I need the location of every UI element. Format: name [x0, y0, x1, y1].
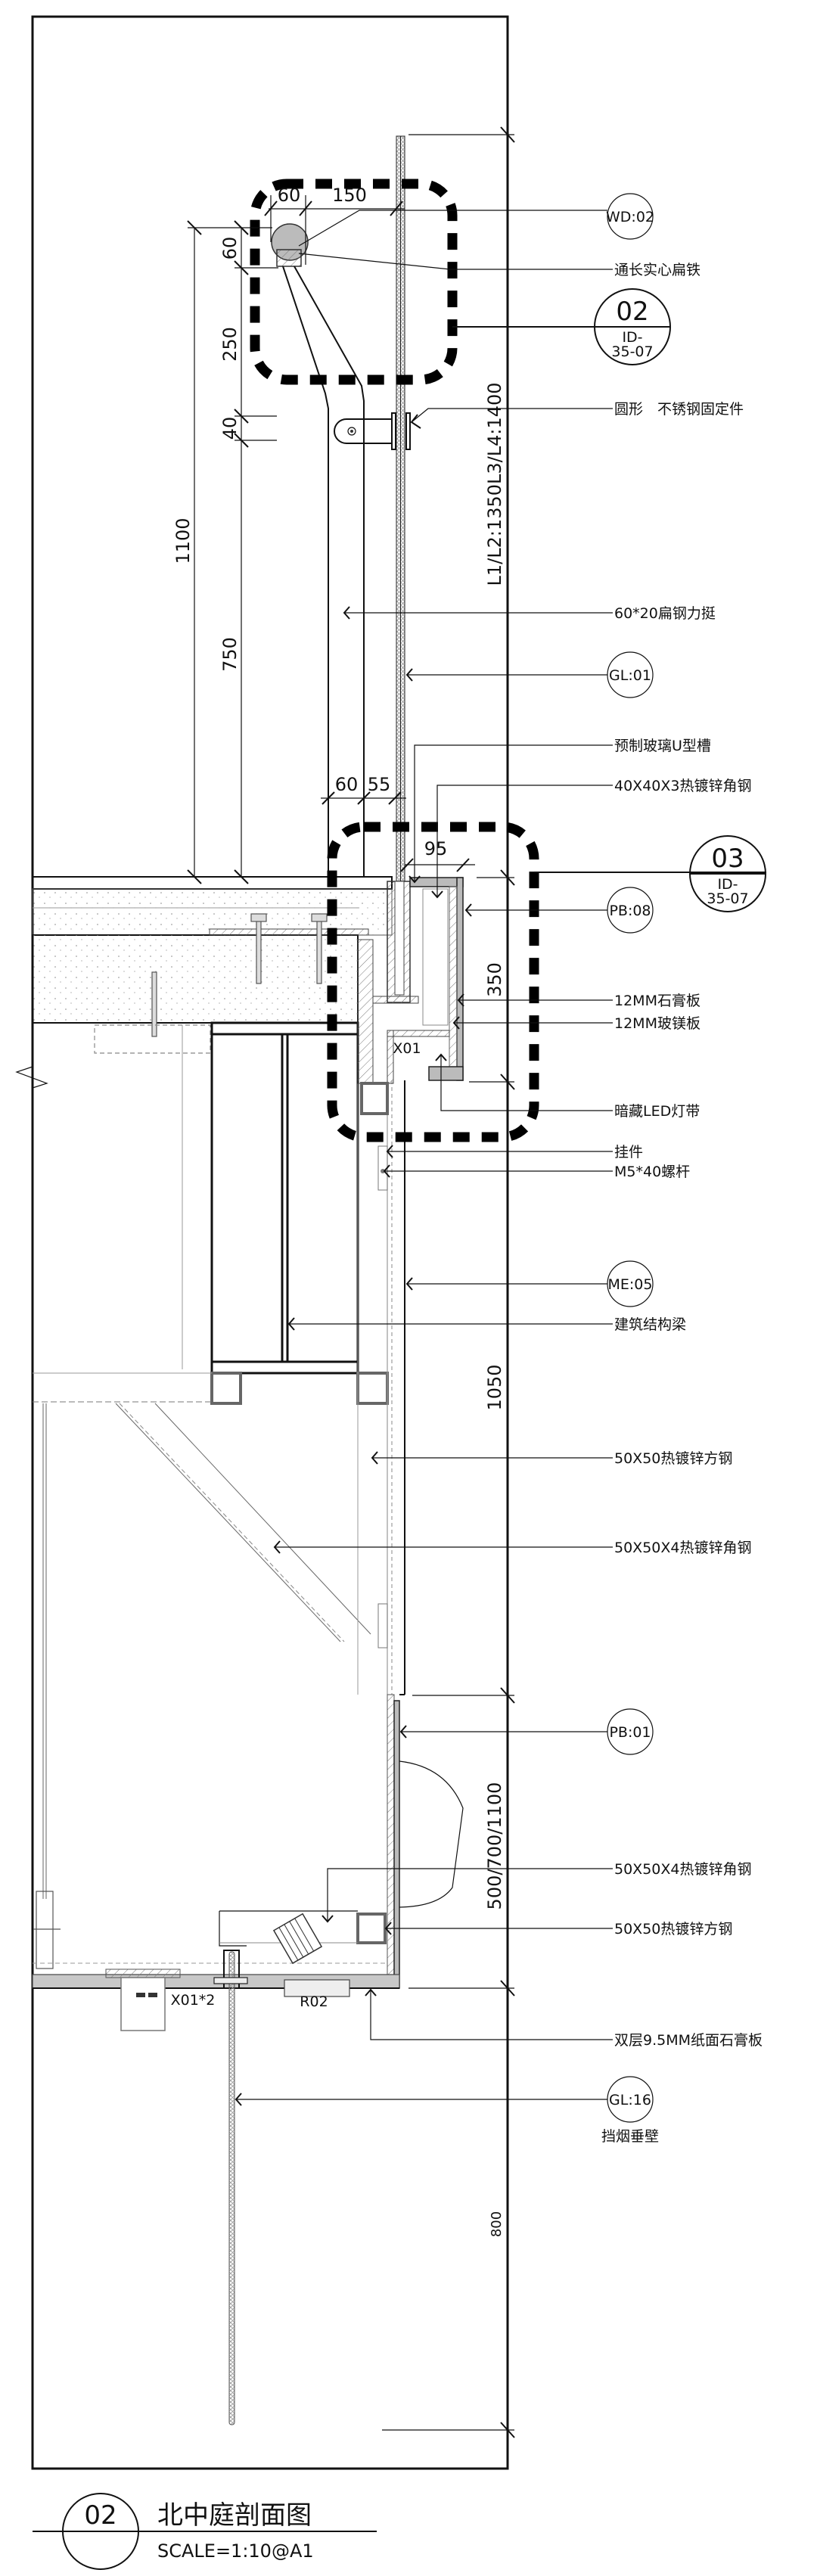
break-symbol [15, 1066, 48, 1089]
access-panel-swing [399, 1760, 464, 1908]
detail-ref-03-sheet2: 35-07 [707, 890, 748, 907]
label-u-channel: 预制玻璃U型槽 [614, 738, 711, 754]
label-flat-steel: 60*20扁钢力挺 [614, 605, 716, 622]
dim-1050: 1050 [484, 1364, 505, 1410]
dim-60-top: 60 [278, 185, 301, 206]
dim-40: 40 [219, 417, 241, 440]
drawing-scale: SCALE=1:10@A1 [157, 2540, 314, 2562]
fixture-r02-label: R02 [300, 1993, 328, 2010]
label-square-tube-2: 50X50热镀锌方钢 [614, 1921, 732, 1937]
drawing-frame [31, 15, 509, 2470]
svg-text:WD:02: WD:02 [606, 209, 654, 225]
svg-text:GL:01: GL:01 [609, 667, 651, 684]
fixture-x01-label: X01 [393, 1040, 421, 1057]
annotation-labels: 通长实心扁铁 圆形 不锈钢固定件 60*20扁钢力挺 预制玻璃U型槽 40X40… [601, 262, 763, 2145]
dim-95-text: 95 [424, 838, 448, 859]
dim-60-150: 60 150 [264, 185, 405, 265]
dim-55: 55 [368, 774, 391, 795]
tag-gl16: GL:16 [607, 2076, 654, 2123]
label-smoke-curtain: 挡烟垂壁 [601, 2128, 659, 2145]
label-square-tube-1: 50X50热镀锌方钢 [614, 1450, 732, 1467]
label-angle-50-2: 50X50X4热镀锌角钢 [614, 1861, 751, 1878]
detail-ref-03-number: 03 [711, 844, 744, 874]
label-double-gypsum: 双层9.5MM纸面石膏板 [614, 2031, 763, 2049]
tag-pb01: PB:01 [607, 1708, 654, 1755]
square-tubes-beam [33, 1372, 389, 1405]
label-angle-40: 40X40X3热镀锌角钢 [614, 778, 751, 794]
handrail-flat-iron [271, 223, 309, 267]
diagonal-brace [42, 1403, 371, 1899]
dim-rail-height: L1/L2:1350L3/L4:1400 [484, 382, 505, 586]
dim-60-side: 60 [219, 237, 241, 260]
label-bolt: M5*40螺杆 [614, 1164, 690, 1180]
dim-left-vertical: 60 250 40 1100 750 [172, 220, 278, 884]
dim-500-700-1100: 500/700/1100 [484, 1782, 505, 1910]
drawing-number: 02 [84, 2500, 116, 2531]
dim-60-55: 60 55 [321, 774, 406, 805]
svg-text:PB:08: PB:08 [609, 903, 651, 919]
detail-ref-03-sheet1: ID- [717, 876, 738, 893]
hidden-outline [94, 1024, 211, 1054]
label-mgo-12: 12MM玻镁板 [614, 1015, 701, 1032]
label-hanger: 挂件 [614, 1144, 643, 1161]
label-gypsum-12: 12MM石膏板 [614, 992, 701, 1009]
tag-gl01: GL:01 [607, 651, 654, 698]
svg-text:GL:16: GL:16 [609, 2092, 651, 2108]
title-block: 02 北中庭剖面图 SCALE=1:10@A1 [33, 2493, 377, 2570]
drawing-title: 北中庭剖面图 [157, 2500, 312, 2531]
ceiling-hanger [33, 1891, 61, 1969]
spotlight-r02 [272, 1913, 350, 1997]
tag-wd02: WD:02 [606, 193, 654, 240]
wall-finish-upper [357, 1035, 405, 1695]
dim-60-mid: 60 [335, 774, 359, 795]
svg-text:ME:05: ME:05 [608, 1276, 653, 1293]
tag-pb08: PB:08 [607, 887, 654, 934]
dim-800: 800 [489, 2211, 505, 2237]
detail-ref-02-sheet2: 35-07 [611, 343, 653, 360]
detail-callout-box-03 [327, 822, 539, 1142]
dim-250: 250 [219, 327, 241, 362]
detail-ref-02-sheet1: ID- [622, 329, 642, 346]
flat-steel-post [282, 266, 365, 878]
svg-text:PB:01: PB:01 [609, 1724, 651, 1741]
u-channel-detail [357, 877, 464, 1115]
dim-750: 750 [219, 637, 241, 672]
dim-95: 95 [400, 838, 475, 872]
dim-1100: 1100 [172, 517, 194, 564]
leader-lines [236, 210, 766, 2100]
linear-diffuser-x01 [105, 1969, 181, 2031]
label-led-strip: 暗藏LED灯带 [614, 1103, 700, 1120]
fixture-x01x2-label: X01*2 [171, 1992, 216, 2009]
detail-ref-02-number: 02 [616, 297, 648, 327]
stainless-fixing [334, 412, 411, 450]
leader-arrowheads [235, 414, 472, 2106]
smoke-curtain-glass [213, 1950, 248, 2425]
dim-150: 150 [332, 185, 367, 206]
label-fixing: 圆形 不锈钢固定件 [614, 401, 744, 418]
glass-balustrade-gl01 [396, 135, 405, 882]
label-beam: 建筑结构梁 [614, 1316, 686, 1333]
label-flat-iron: 通长实心扁铁 [614, 262, 701, 278]
floor-slab [32, 876, 393, 1024]
tag-me05: ME:05 [607, 1260, 654, 1307]
label-angle-50-1: 50X50X4热镀锌角钢 [614, 1540, 751, 1556]
dim-350: 350 [484, 962, 505, 997]
anchor-bolts [151, 913, 328, 1037]
detail-ref-03[interactable]: 03 ID- 35-07 [689, 835, 766, 912]
wall-finish-lower-pb01 [387, 1694, 400, 1989]
detail-ref-02[interactable]: 02 ID- 35-07 [594, 288, 671, 365]
detail-callout-box-02 [250, 179, 458, 385]
